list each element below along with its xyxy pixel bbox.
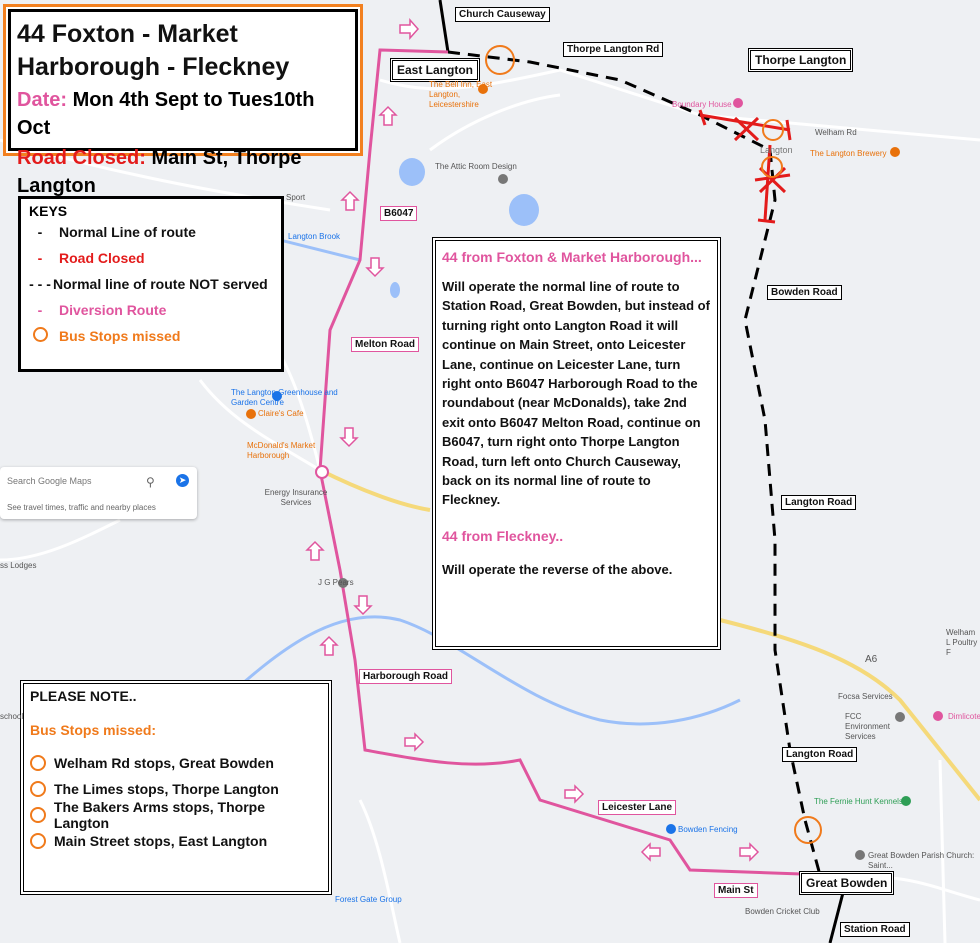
note-item-label: The Limes stops, Thorpe Langton — [54, 781, 279, 797]
key-stops-missed: Bus Stops missed — [29, 323, 273, 349]
key-label: Bus Stops missed — [59, 328, 181, 344]
note-subtitle: Bus Stops missed: — [30, 722, 157, 738]
diversion-route — [318, 48, 831, 877]
key-normal-route: - Normal Line of route — [29, 219, 273, 245]
poi-welham-road: Welham Rd — [815, 128, 857, 137]
note-item: Main Street stops, East Langton — [30, 828, 322, 854]
road-closed-row: Road Closed: Main St, Thorpe Langton — [17, 144, 349, 200]
poi-focsa[interactable]: Focsa Services — [838, 692, 893, 701]
key-label: Diversion Route — [59, 302, 167, 318]
label-leicester-lane: Leicester Lane — [598, 800, 677, 815]
poi-welham-poultry[interactable]: Welham L Poultry F — [946, 628, 978, 657]
key-symbol: - — [37, 250, 43, 266]
circle-icon — [30, 781, 46, 797]
label-great-bowden: Great Bowden — [799, 871, 895, 895]
poi-mcdonalds[interactable]: McDonald's Market Harborough — [247, 441, 316, 460]
date-label: Date: — [17, 89, 68, 111]
poi-greenhouse[interactable]: The Langton Greenhouse and Garden Centre — [231, 388, 338, 407]
label-east-langton: East Langton — [390, 58, 481, 82]
title-panel: 44 Foxton - Market Harborough - Fleckney… — [3, 4, 363, 197]
poi-dimlicote[interactable]: Dimlicote — [948, 712, 980, 721]
directions-icon[interactable]: ➤ — [176, 474, 189, 487]
label-bowden-road: Bowden Road — [767, 285, 842, 300]
poi-forest-gate[interactable]: Forest Gate Group — [335, 895, 402, 904]
missed-stop-markers — [485, 45, 822, 844]
not-served-route — [447, 50, 822, 876]
key-label: Road Closed — [59, 250, 145, 266]
map-search-widget[interactable]: Search Google Maps ⚲ ➤ See travel times,… — [0, 467, 197, 519]
poi-energy-insurance[interactable]: Energy Insurance Services — [264, 488, 328, 507]
search-subtitle[interactable]: See travel times, traffic and nearby pla… — [7, 503, 156, 512]
label-langton-road-2: Langton Road — [782, 747, 858, 762]
label-main-st: Main St — [714, 883, 758, 898]
circle-icon — [30, 755, 46, 771]
poi-langton-brewery[interactable]: The Langton Brewery — [810, 149, 887, 158]
note-title: PLEASE NOTE.. — [30, 688, 137, 704]
note-item: Welham Rd stops, Great Bowden — [30, 750, 322, 776]
circle-icon — [29, 327, 51, 345]
date-value: Mon 4th Sept to Tues10th Oct — [17, 89, 315, 139]
poi-fcc[interactable]: FCC Environment Services — [845, 712, 890, 741]
note-item-label: The Bakers Arms stops, Thorpe Langton — [53, 799, 265, 831]
keys-panel: KEYS - Normal Line of route - Road Close… — [18, 196, 284, 372]
info-body-inbound: Will operate the reverse of the above. — [442, 561, 673, 577]
key-not-served: - - - Normal line of route NOT served — [29, 271, 273, 297]
key-symbol: - — [37, 302, 43, 318]
poi-lodges: ss Lodges — [0, 561, 37, 570]
normal-route-north — [438, 0, 450, 53]
please-note-panel: PLEASE NOTE.. Bus Stops missed: Welham R… — [20, 680, 332, 895]
poi-bowden-fencing[interactable]: Bowden Fencing — [678, 825, 738, 834]
route-title-line2: Harborough - Fleckney — [17, 53, 290, 81]
label-b6047: B6047 — [380, 206, 418, 221]
key-symbol: - — [37, 224, 43, 240]
date-row: Date: Mon 4th Sept to Tues10th Oct — [17, 86, 349, 142]
key-road-closed: - Road Closed — [29, 245, 273, 271]
key-label: Normal line of route NOT served — [53, 276, 268, 292]
key-label: Normal Line of route — [59, 224, 196, 240]
poi-school: school — [0, 712, 24, 721]
diversion-info-panel: 44 from Foxton & Market Harborough... Wi… — [432, 237, 721, 650]
poi-bell-inn[interactable]: The Bell Inn, East Langton, Leicestershi… — [429, 80, 493, 109]
info-body-outbound: Will operate the normal line of route to… — [442, 279, 710, 508]
poi-cricket-club[interactable]: Bowden Cricket Club — [745, 907, 820, 916]
search-input[interactable]: Search Google Maps — [7, 476, 92, 486]
magnifier-icon[interactable]: ⚲ — [146, 475, 155, 489]
note-item: The Limes stops, Thorpe Langton — [30, 776, 322, 802]
road-closed-label: Road Closed: — [17, 147, 146, 169]
poi-a6: A6 — [865, 654, 878, 665]
label-langton-road-1: Langton Road — [781, 495, 857, 510]
poi-pins — [246, 84, 943, 860]
label-church-causeway: Church Causeway — [455, 7, 550, 22]
label-melton-road: Melton Road — [351, 337, 419, 352]
key-symbol: - - - — [29, 276, 51, 292]
note-item: The Bakers Arms stops, Thorpe Langton — [30, 799, 322, 831]
poi-claires-cafe[interactable]: Claire's Cafe — [258, 409, 304, 418]
poi-bowden-church[interactable]: Great Bowden Parish Church: Saint... — [868, 851, 975, 870]
diversion-arrows — [305, 18, 760, 862]
label-thorpe-langton: Thorpe Langton — [748, 48, 854, 72]
poi-attic-room[interactable]: The Attic Room Design — [435, 162, 517, 171]
note-item-label: Welham Rd stops, Great Bowden — [54, 755, 274, 771]
keys-title: KEYS — [29, 203, 68, 219]
key-diversion: - Diversion Route — [29, 297, 273, 323]
info-heading-outbound: 44 from Foxton & Market Harborough... — [442, 249, 702, 265]
label-thorpe-langton-rd: Thorpe Langton Rd — [563, 42, 664, 57]
route-title-line1: 44 Foxton - Market — [17, 20, 238, 48]
poi-langton-brook: Langton Brook — [288, 232, 341, 241]
info-heading-inbound: 44 from Fleckney.. — [442, 527, 564, 544]
ponds — [390, 158, 539, 298]
note-item-label: Main Street stops, East Langton — [54, 833, 268, 849]
roundabout — [315, 465, 329, 479]
label-station-road: Station Road — [840, 922, 910, 937]
poi-jg-pears[interactable]: J G Pears — [318, 578, 354, 587]
poi-fernie[interactable]: The Fernie Hunt Kennels — [814, 797, 903, 806]
circle-icon — [30, 807, 46, 823]
major-roads — [319, 468, 980, 802]
poi-boundary-house[interactable]: Boundary House — [672, 100, 732, 109]
label-harborough-road: Harborough Road — [359, 669, 452, 684]
poi-sport: Sport — [286, 193, 306, 202]
circle-icon — [30, 833, 46, 849]
road-closed-value: Main St, Thorpe Langton — [17, 147, 302, 197]
poi-langton: Langton — [760, 145, 793, 155]
